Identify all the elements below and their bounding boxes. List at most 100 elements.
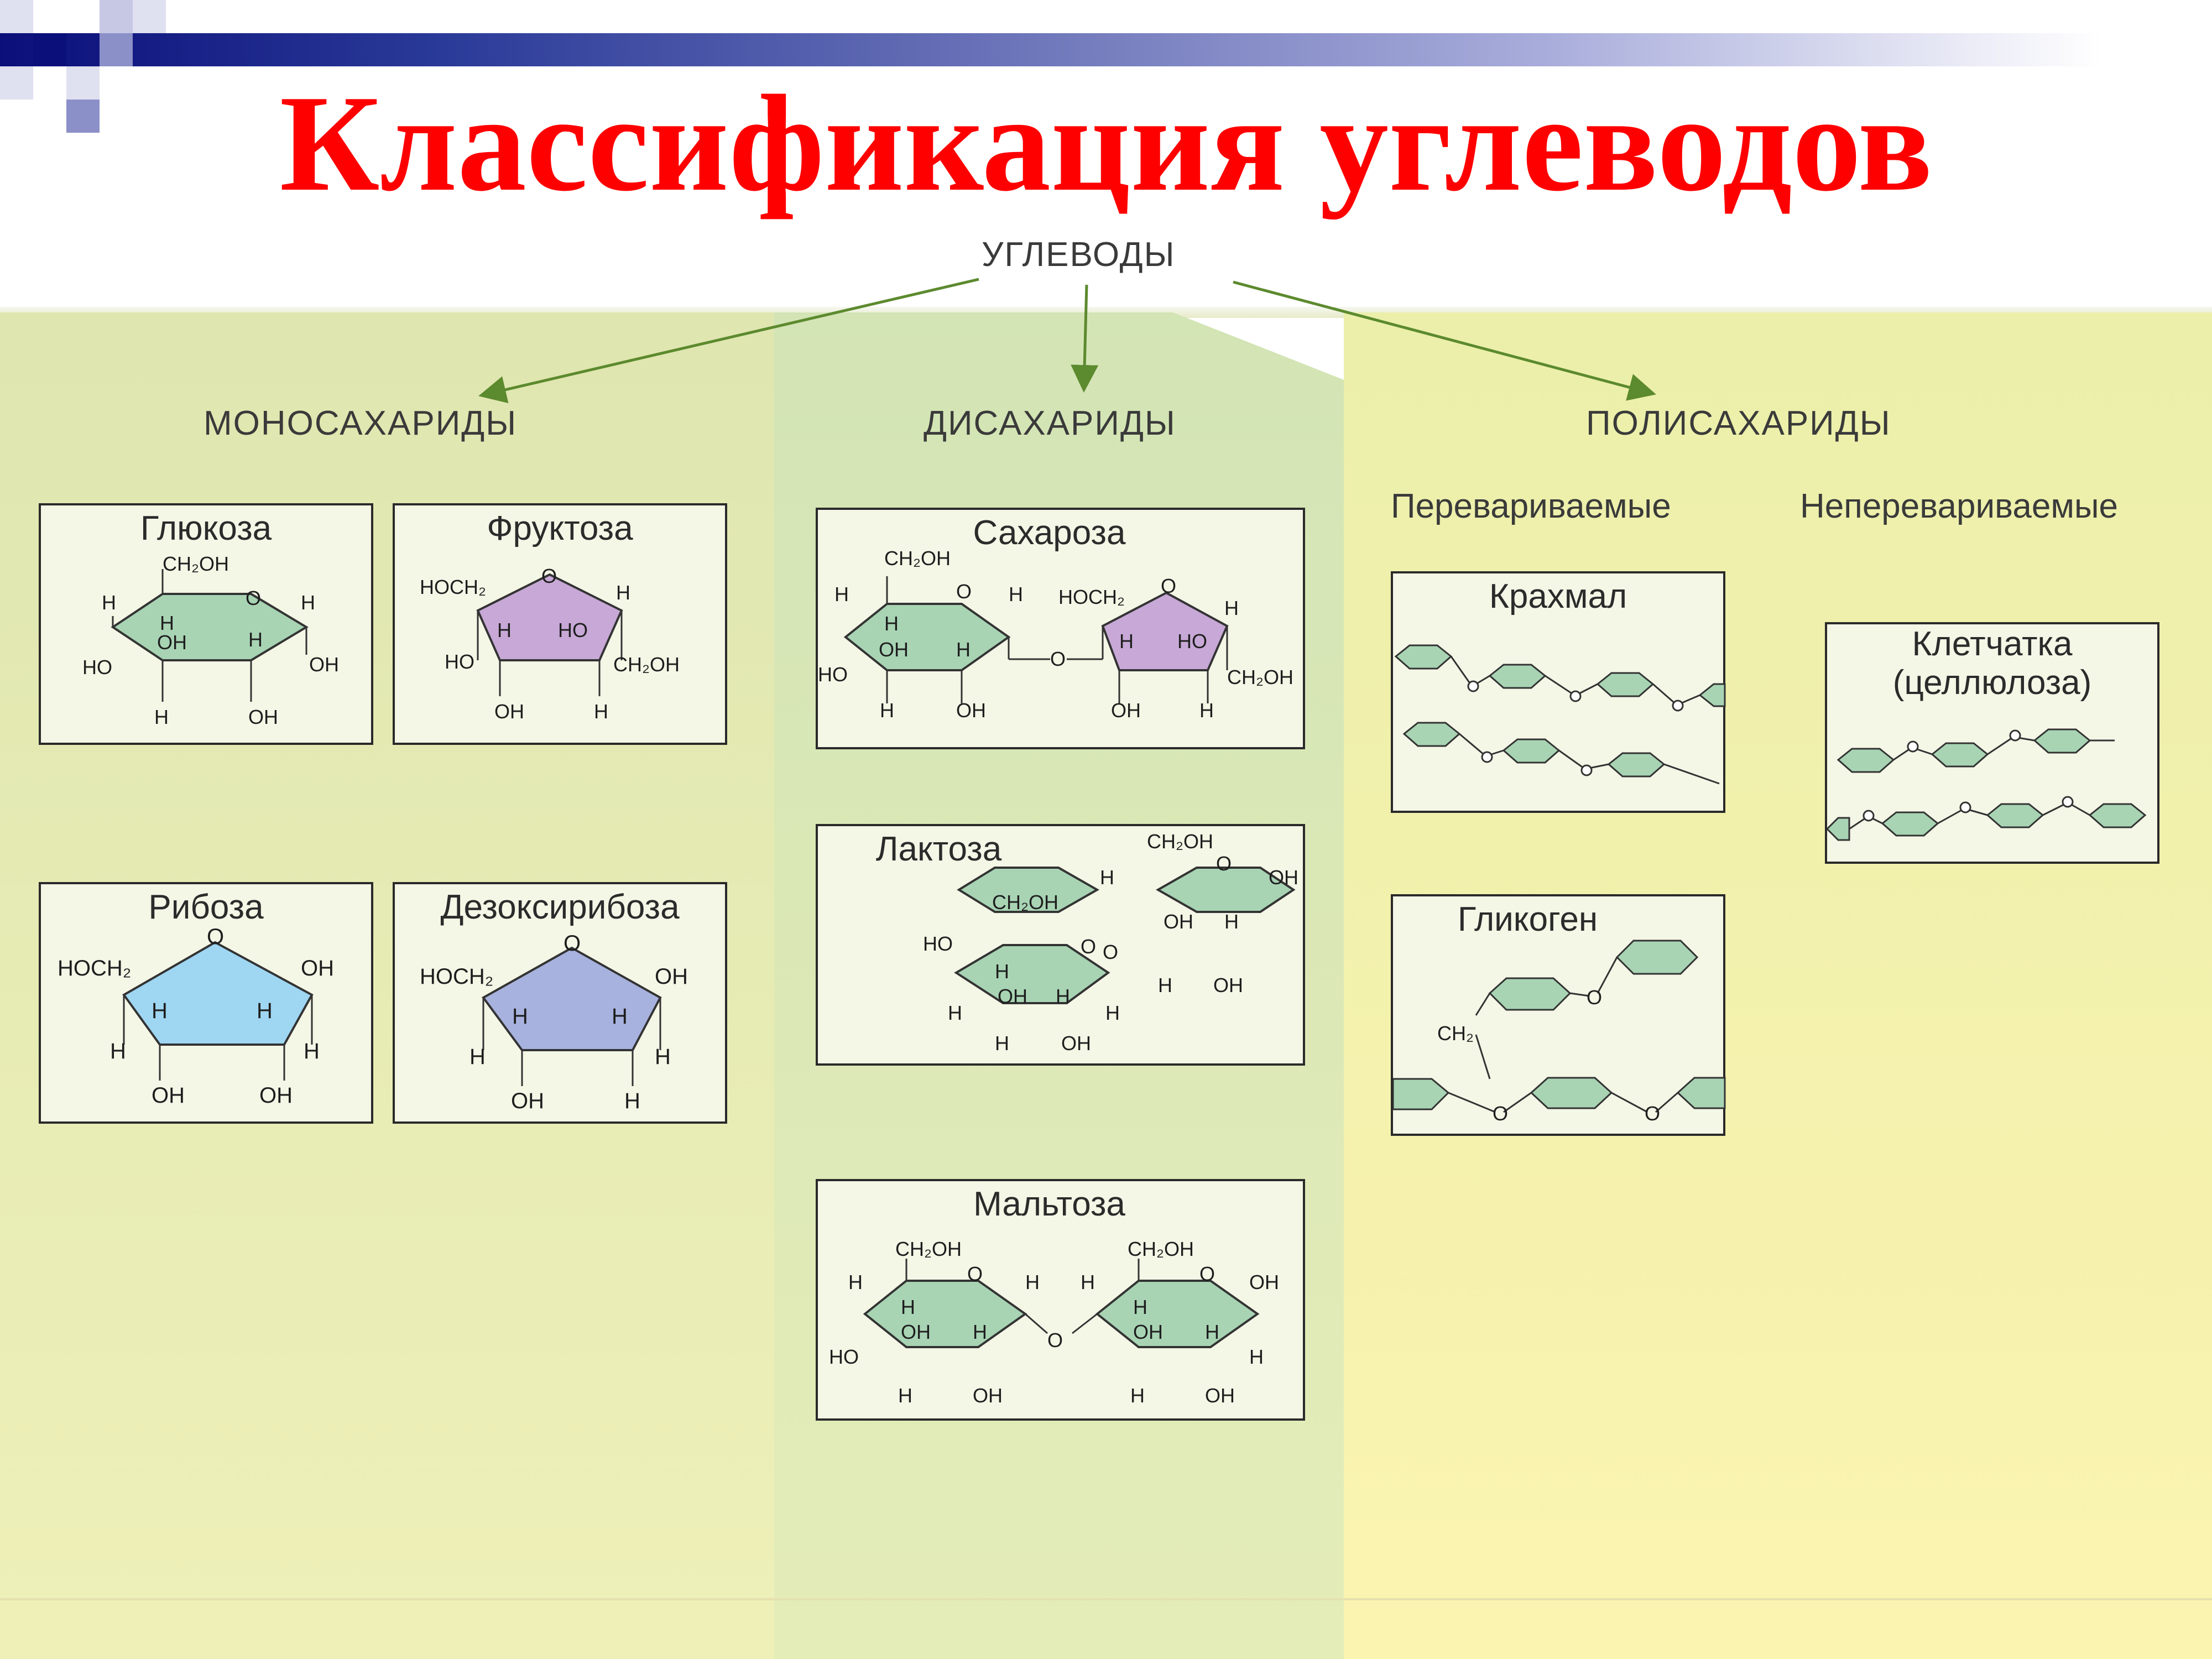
glucose-ring <box>111 593 309 661</box>
lactose-structure: CH₂OH O OH H CH₂OH OH H HO O O H OH H H … <box>923 830 1298 1055</box>
maltose-h: H <box>1205 1321 1219 1343</box>
ribose-o: O <box>207 925 224 949</box>
maltose-o: O <box>967 1262 983 1285</box>
fructose-ho: HO <box>445 650 474 673</box>
lactose-oh: OH <box>1164 910 1193 933</box>
root-label: УГЛЕВОДЫ <box>982 236 1176 274</box>
sucrose-ho: HO <box>818 663 848 686</box>
lactose-h: H <box>1100 866 1114 889</box>
deoxyribose-h: H <box>655 1045 671 1069</box>
maltose-structure: CH₂OH CH₂OH O O H H H OH H H OH H OH H O… <box>829 1238 1279 1407</box>
lactose-h: H <box>995 1032 1009 1055</box>
lactose-o: O <box>1216 852 1232 875</box>
card-title-cellulose: Клетчатка <box>1912 625 2073 663</box>
lactose-h: H <box>948 1001 962 1024</box>
ribose-h: H <box>110 1039 126 1063</box>
glucose-structure: CH₂OH O H H H OH H OH HO H OH <box>82 552 339 728</box>
fructose-structure: HOCH₂ O H H HO HO CH₂OH OH H <box>420 565 680 723</box>
sucrose-oh: OH <box>1111 699 1141 722</box>
maltose-ch2oh: CH₂OH <box>895 1238 962 1260</box>
sucrose-h: H <box>1009 583 1023 606</box>
sucrose-h: H <box>834 583 849 606</box>
header-gradient-bar <box>0 33 2212 66</box>
maltose-bridge-o: O <box>1047 1329 1063 1352</box>
lactose-oh: OH <box>998 985 1027 1008</box>
card-fructose: Фруктоза HOCH₂ O H H HO HO CH₂OH OH H <box>393 503 727 745</box>
cellulose-chain <box>1827 728 2147 841</box>
maltose-oh: OH <box>1133 1321 1163 1343</box>
fructose-oh: OH <box>494 700 524 723</box>
glucose-oh: OH <box>157 631 187 654</box>
glucose-h: H <box>154 706 169 728</box>
fructose-h: H <box>497 619 512 641</box>
maltose-oh: OH <box>973 1384 1003 1407</box>
lactose-h: H <box>1224 910 1239 933</box>
glycogen-ch2: CH₂ <box>1437 1022 1474 1045</box>
card-title-deoxyribose: Дезоксирибоза <box>440 888 680 926</box>
glycogen-o: O <box>1645 1102 1660 1125</box>
card-maltose: Мальтоза CH₂OH CH₂OH O O H H H OH H H OH… <box>816 1179 1305 1421</box>
glucose-h: H <box>248 628 263 651</box>
ribose-oh: OH <box>152 1083 185 1108</box>
slide-title: Классификация углеводов <box>279 67 1933 220</box>
sucrose-ch2oh: CH₂OH <box>1227 666 1293 688</box>
ribose-structure: O HOCH₂ OH H H H H OH OH <box>58 925 334 1108</box>
glucose-o: O <box>246 587 261 609</box>
card-title-glucose: Глюкоза <box>140 509 272 547</box>
glucose-ho: HO <box>82 656 112 679</box>
fructose-o: O <box>541 565 557 587</box>
maltose-oh: OH <box>1205 1384 1235 1407</box>
deoxyribose-oh: OH <box>511 1089 544 1113</box>
arrow-to-poly <box>1233 280 1656 401</box>
category-monosaccharides: МОНОСАХАРИДЫ <box>204 404 518 442</box>
deoxyribose-structure: O HOCH₂ OH H H H H OH H <box>420 931 688 1113</box>
deoxyribose-h: H <box>469 1045 486 1069</box>
decor-square <box>66 100 100 133</box>
sucrose-h: H <box>880 699 894 722</box>
ribose-hoch2: HOCH₂ <box>58 956 131 980</box>
maltose-ring-2 <box>1095 1280 1260 1348</box>
card-title-fructose: Фруктоза <box>487 509 633 547</box>
arrow-to-mono <box>478 278 979 404</box>
sucrose-oh: OH <box>879 638 909 661</box>
glycogen-chain: O CH₂ O O <box>1393 940 1726 1125</box>
sucrose-h: H <box>1119 630 1134 653</box>
category-polysaccharides: ПОЛИСАХАРИДЫ <box>1586 404 1891 442</box>
maltose-h: H <box>901 1296 915 1318</box>
glucose-oh: OH <box>248 706 278 728</box>
lactose-ho: HO <box>923 932 953 955</box>
decor-square <box>0 66 33 100</box>
card-cellulose: Клетчатка (целлюлоза) <box>1825 622 2159 864</box>
card-sucrose: Сахароза CH₂OH O H H H OH H HO O HOCH₂ O… <box>816 508 1305 749</box>
decor-square <box>33 33 66 66</box>
maltose-h: H <box>1249 1345 1264 1368</box>
lactose-glucose-ring <box>954 944 1110 1004</box>
card-title-ribose: Рибоза <box>148 888 264 926</box>
lactose-h: H <box>995 960 1009 983</box>
maltose-ring-1 <box>863 1280 1027 1348</box>
fructose-ch2oh: CH₂OH <box>613 653 680 676</box>
maltose-ch2oh: CH₂OH <box>1128 1238 1194 1260</box>
deoxyribose-o: O <box>564 931 581 956</box>
arrow-to-di <box>1071 284 1099 393</box>
sucrose-ch2oh: CH₂OH <box>884 547 951 570</box>
ribose-h: H <box>152 999 168 1023</box>
lactose-oh: OH <box>1213 974 1243 997</box>
bottom-divider <box>0 1598 2212 1600</box>
maltose-h: H <box>1130 1384 1145 1407</box>
maltose-oh: OH <box>901 1321 931 1343</box>
glucose-ch2oh: CH₂OH <box>163 552 229 575</box>
glucose-h: H <box>160 612 174 634</box>
glucose-h: H <box>102 591 116 614</box>
glycogen-o: O <box>1493 1102 1508 1125</box>
lactose-ring-3 <box>1155 867 1296 913</box>
sucrose-h: H <box>956 638 971 661</box>
maltose-h: H <box>1133 1296 1147 1318</box>
deoxyribose-h: H <box>612 1004 628 1029</box>
maltose-h: H <box>973 1321 987 1343</box>
card-title-maltose: Мальтоза <box>973 1185 1125 1223</box>
sucrose-ho: HO <box>1177 630 1207 653</box>
ribose-h: H <box>257 999 273 1023</box>
card-title-lactose: Лактоза <box>875 830 1002 868</box>
